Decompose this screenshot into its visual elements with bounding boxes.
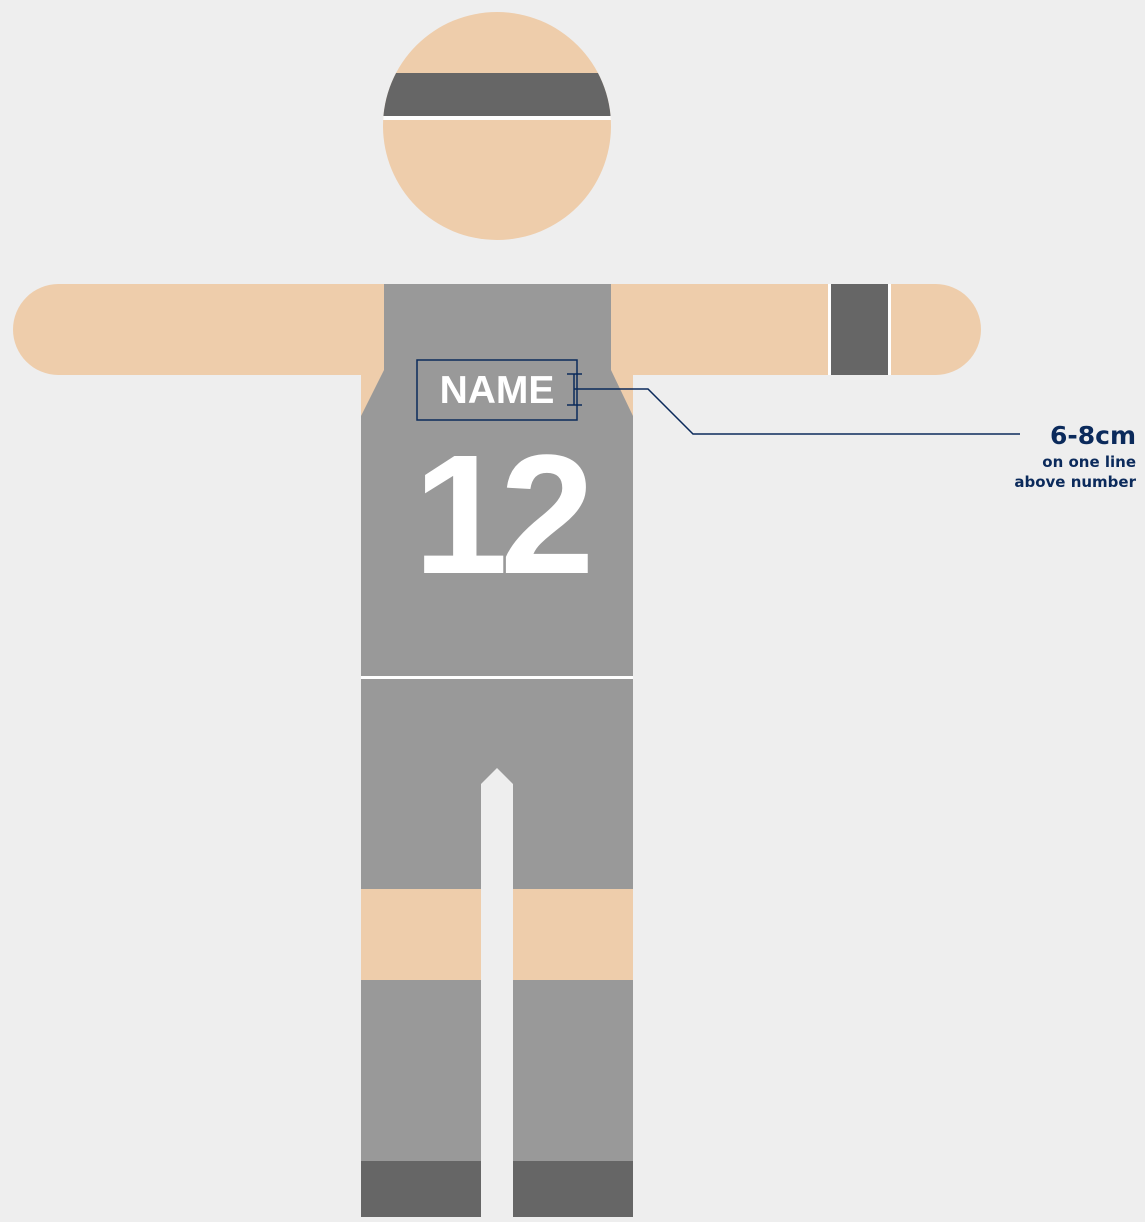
jersey-number-text: 12 [413, 420, 588, 610]
left-sock [361, 980, 481, 1161]
right-sock [513, 980, 633, 1161]
annotation-size: 6-8cm [1014, 420, 1136, 452]
waistline [361, 676, 633, 679]
annotation-line-1: on one line [1014, 452, 1136, 472]
annotation-line-2: above number [1014, 472, 1136, 492]
jersey-name-text: NAME [440, 369, 555, 412]
right-shoe [513, 1161, 633, 1217]
shorts [361, 679, 633, 889]
size-annotation: 6-8cm on one line above number [1014, 420, 1136, 492]
wristband [831, 284, 888, 375]
leader-line [574, 389, 1020, 434]
left-knee [361, 889, 481, 980]
left-shoe [361, 1161, 481, 1217]
right-knee [513, 889, 633, 980]
headband [370, 73, 630, 116]
head [370, 12, 630, 240]
